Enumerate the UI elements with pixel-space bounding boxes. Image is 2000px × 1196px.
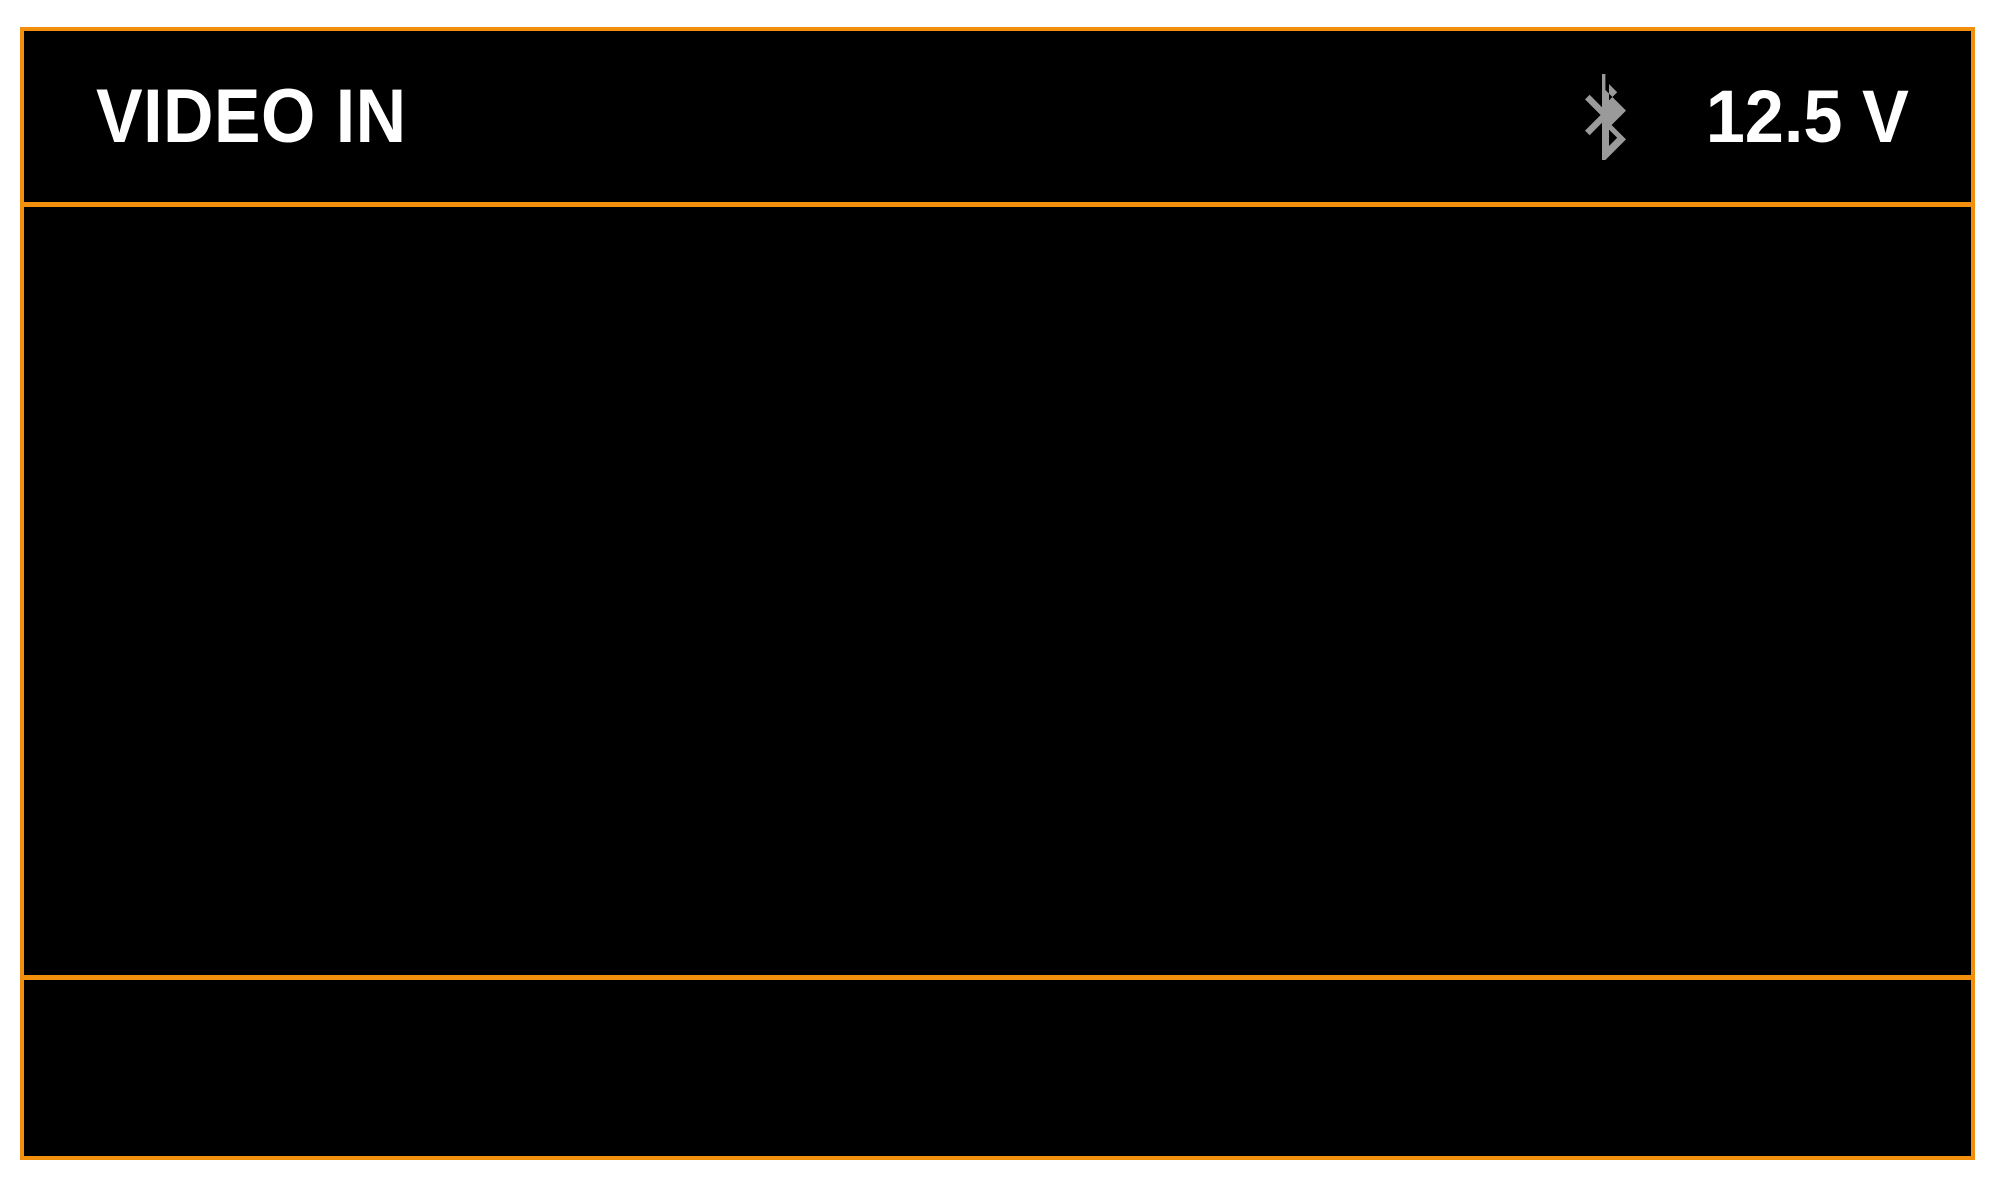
header-bar: VIDEO IN 12.5 V: [24, 31, 1971, 207]
page-title: VIDEO IN: [96, 73, 407, 159]
voltage-readout: 12.5 V: [1705, 74, 1909, 158]
bluetooth-icon[interactable]: [1585, 73, 1629, 160]
video-in-panel: VIDEO IN 12.5 V: [20, 27, 1975, 1160]
header-status-group: 12.5 V: [1585, 73, 1909, 160]
bottom-status-strip[interactable]: [24, 980, 1971, 1156]
video-feed-area[interactable]: [24, 207, 1971, 980]
